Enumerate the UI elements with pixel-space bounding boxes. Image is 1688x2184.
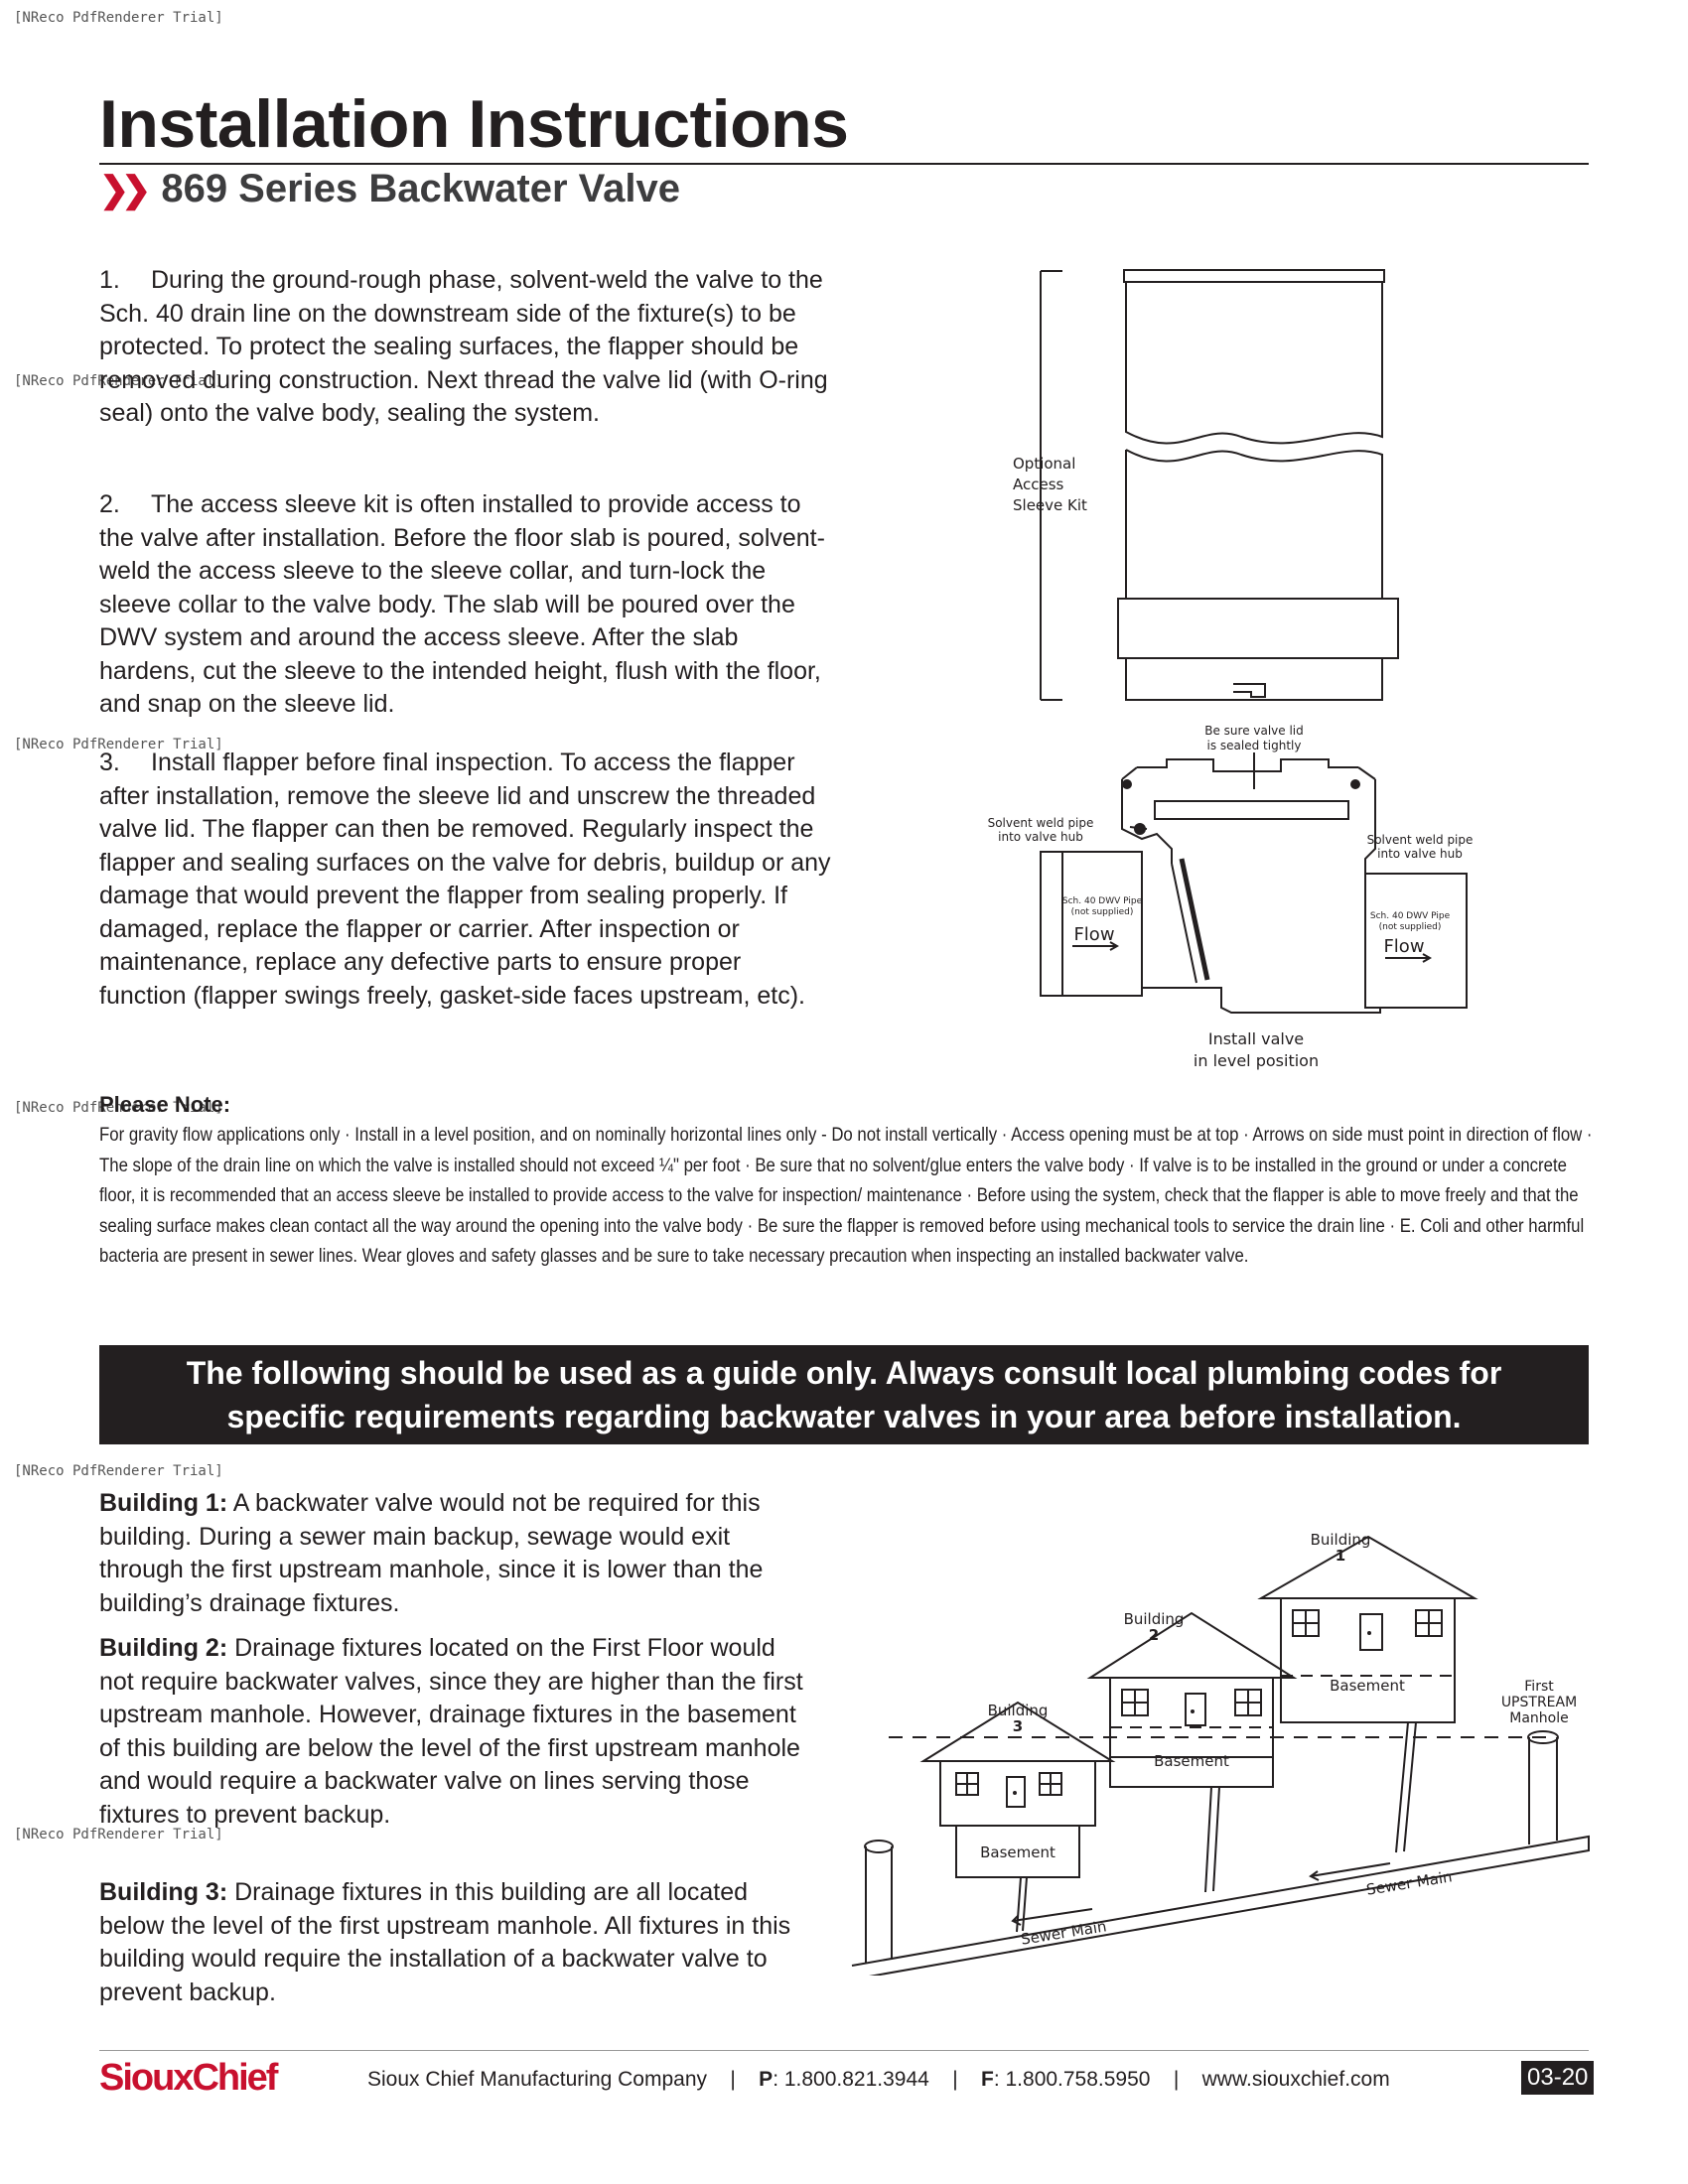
note-label: Please Note: xyxy=(99,1092,231,1117)
basement-label: Basement xyxy=(1154,1752,1229,1770)
separator: | xyxy=(730,2068,736,2091)
building-label: Building 3: xyxy=(99,1878,228,1906)
step-2: 2.The access sleeve kit is often install… xyxy=(99,488,834,722)
left-note-1: Solvent weld pipe xyxy=(988,816,1094,830)
company-logo: SiouxChief xyxy=(99,2057,278,2099)
sleeve-label-2: Access xyxy=(1013,476,1064,493)
right-note-2: into valve hub xyxy=(1377,847,1463,861)
valve-cross-section-diagram: Be sure valve lid is sealed tightly Solv… xyxy=(988,724,1474,1070)
step-1: 1.During the ground-rough phase, solvent… xyxy=(99,264,834,431)
pipe-label-left-2: (not supplied) xyxy=(1071,907,1134,917)
lid-note-1: Be sure valve lid xyxy=(1204,724,1304,738)
bottom-note-2: in level position xyxy=(1194,1051,1319,1070)
building-3-label: Building xyxy=(988,1702,1049,1719)
building-description: A backwater valve would not be required … xyxy=(99,1489,764,1617)
step-text: Install flapper before final inspection.… xyxy=(99,749,831,1010)
footer-contact: Sioux Chief Manufacturing Company | P: 1… xyxy=(367,2068,1390,2092)
left-note-2: into valve hub xyxy=(998,830,1083,844)
watermark: [NReco PdfRenderer Trial] xyxy=(14,1827,223,1843)
guide-banner: The following should be used as a guide … xyxy=(99,1345,1589,1444)
bottom-note-1: Install valve xyxy=(1208,1029,1304,1048)
building-3-number: 3 xyxy=(1013,1717,1023,1735)
manhole-label-1: First xyxy=(1524,1679,1554,1695)
step-number: 1. xyxy=(99,266,120,294)
step-text: During the ground-rough phase, solvent-w… xyxy=(99,266,828,427)
basement-label: Basement xyxy=(980,1843,1055,1861)
watermark: [NReco PdfRenderer Trial] xyxy=(14,1100,223,1116)
footer-rule xyxy=(99,2050,1589,2051)
note-body: For gravity flow applications only · Ins… xyxy=(99,1124,1593,1267)
building-description: Drainage fixtures in this building are a… xyxy=(99,1878,791,2006)
building-description: Drainage fixtures located on the First F… xyxy=(99,1634,803,1829)
page-code-badge: 03-20 xyxy=(1521,2061,1595,2095)
website-link[interactable]: www.siouxchief.com xyxy=(1201,2068,1390,2091)
watermark: [NReco PdfRenderer Trial] xyxy=(14,10,223,26)
building-label: Building 1: xyxy=(99,1489,228,1517)
banner-line-2: specific requirements regarding backwate… xyxy=(226,1399,1462,1434)
chevron-icon: ❯❯ xyxy=(99,169,151,209)
manhole-label-2: UPSTREAM xyxy=(1501,1695,1577,1710)
lid-note-2: is sealed tightly xyxy=(1207,739,1302,752)
step-number: 3. xyxy=(99,749,120,776)
pipe-label-right-2: (not supplied) xyxy=(1379,922,1442,932)
step-text: The access sleeve kit is often installed… xyxy=(99,490,825,718)
pipe-label-right-1: Sch. 40 DWV Pipe xyxy=(1370,911,1451,921)
access-sleeve-diagram: Optional Access Sleeve Kit xyxy=(1013,269,1399,701)
sewer-main-label: Sewer Main xyxy=(1020,1917,1108,1948)
sleeve-label-1: Optional xyxy=(1013,455,1075,473)
watermark: [NReco PdfRenderer Trial] xyxy=(14,1463,223,1479)
separator: | xyxy=(952,2068,958,2091)
page-subtitle: ❯❯869 Series Backwater Valve xyxy=(99,167,680,211)
sleeve-label-3: Sleeve Kit xyxy=(1013,496,1087,514)
company-name: Sioux Chief Manufacturing Company xyxy=(367,2068,708,2091)
phone-label: P xyxy=(759,2068,774,2091)
page-title: Installation Instructions xyxy=(99,86,849,162)
separator: | xyxy=(1173,2068,1180,2091)
manhole-label-3: Manhole xyxy=(1509,1710,1568,1726)
step-number: 2. xyxy=(99,490,120,518)
building-1-label: Building xyxy=(1311,1531,1371,1549)
building-2-text: Building 2: Drainage fixtures located on… xyxy=(99,1632,814,1832)
building-1-text: Building 1: A backwater valve would not … xyxy=(99,1487,814,1620)
right-note-1: Solvent weld pipe xyxy=(1367,833,1474,847)
building-2-label: Building xyxy=(1124,1610,1185,1628)
banner-line-1: The following should be used as a guide … xyxy=(186,1355,1502,1391)
building-1-number: 1 xyxy=(1336,1547,1345,1565)
watermark: [NReco PdfRenderer Trial] xyxy=(14,373,223,389)
fax-label: F xyxy=(981,2068,994,2091)
basement-label: Basement xyxy=(1330,1677,1405,1695)
fax-number: : 1.800.758.5950 xyxy=(993,2068,1151,2091)
flow-label-right: Flow xyxy=(1383,936,1424,957)
building-3-text: Building 3: Drainage fixtures in this bu… xyxy=(99,1876,814,2009)
flow-label-left: Flow xyxy=(1073,924,1114,945)
title-rule xyxy=(99,163,1589,165)
sewer-diagram: Building 3 Building 2 Building 1 Basemen… xyxy=(851,1531,1590,1976)
step-3: 3.Install flapper before final inspectio… xyxy=(99,747,834,1013)
phone-number: : 1.800.821.3944 xyxy=(773,2068,929,2091)
building-2-number: 2 xyxy=(1149,1626,1159,1644)
sewer-main-label: Sewer Main xyxy=(1365,1867,1454,1898)
pipe-label-left-1: Sch. 40 DWV Pipe xyxy=(1062,896,1143,906)
watermark: [NReco PdfRenderer Trial] xyxy=(14,737,223,752)
subtitle-text: 869 Series Backwater Valve xyxy=(161,167,680,210)
building-label: Building 2: xyxy=(99,1634,228,1662)
